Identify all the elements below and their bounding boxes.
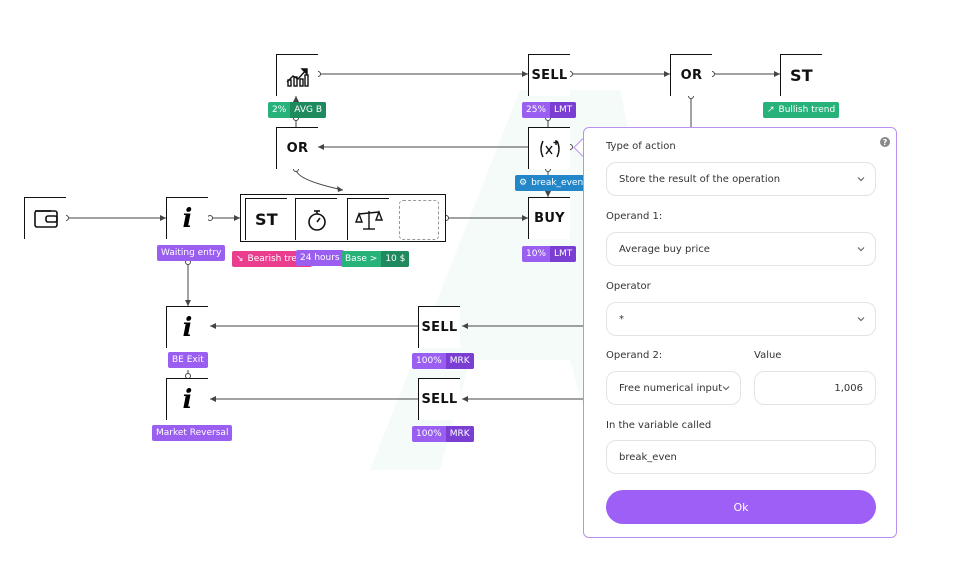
wallet-node[interactable] [24,197,66,239]
wallet-icon [33,209,58,228]
sell-node-mrk-2[interactable]: SELL [418,378,460,420]
node-label: OR [680,68,703,83]
badge-label: LMT [550,102,577,118]
info-node-be-exit[interactable]: i [166,306,208,348]
badge-mrk-1: 100% MRK [412,353,474,369]
node-label: ST [254,210,279,229]
operator-select[interactable]: * [606,302,876,336]
badge-label: BE Exit [172,355,204,365]
empty-slot[interactable] [399,200,439,240]
buy-node[interactable]: BUY [528,197,570,239]
gears-icon: ⚙ [519,178,528,188]
badge-label: Bearish trend [247,254,309,264]
timer-node[interactable] [295,198,337,240]
sell-node-mrk-1[interactable]: SELL [418,306,460,348]
condition-group[interactable]: ST [240,194,446,242]
info-icon: i [182,203,193,234]
select-value: * [619,313,624,325]
select-value: Store the result of the operation [619,173,781,185]
or-node-top[interactable]: OR [670,54,712,96]
badge-be-exit: BE Exit [168,352,208,368]
ok-button[interactable]: Ok [606,490,876,524]
trend-down-icon: ↘ [236,254,244,264]
type-of-action-select[interactable]: Store the result of the operation [606,162,876,196]
value-input[interactable]: 1,006 [754,371,876,405]
st-node-top[interactable]: ST [780,54,822,96]
balance-node[interactable] [347,198,389,240]
operator-label: Operator [606,281,651,292]
badge-value: 10 $ [381,251,410,267]
badge-mrk-2: 100% MRK [412,426,474,442]
chevron-down-icon [857,247,865,252]
badge-buy-lmt: 10% LMT [522,246,577,262]
badge-bearish-trend: ↘ Bearish trend [232,251,313,267]
operand2-select[interactable]: Free numerical input [606,371,741,405]
badge-label: Waiting entry [161,248,222,258]
info-icon: i [182,384,193,415]
trend-up-icon: ↗ [767,105,775,115]
info-node-market-reversal[interactable]: i [166,378,208,420]
badge-pct: 2% [272,105,287,115]
badge-label: Bullish trend [778,105,836,115]
badge-label: LMT [550,246,577,262]
badge-label: break_even [531,178,584,188]
badge-label: Base > [345,254,378,264]
help-icon[interactable]: ? [880,137,890,147]
badge-pct: 25% [526,105,547,115]
candlestick-chart-icon [286,67,309,87]
chevron-down-icon [722,386,730,391]
badge-avg-b: 2% AVG B [268,102,327,118]
badge-bullish-trend: ↗ Bullish trend [763,102,840,118]
node-label: ST [789,66,814,85]
node-label: SELL [531,68,568,83]
node-label: SELL [421,320,458,335]
badge-base: Base > 10 $ [341,251,410,267]
or-node-mid[interactable]: OR [276,127,318,169]
badge-pct: 100% [416,356,442,366]
badge-waiting-entry: Waiting entry [157,245,226,261]
badge-label: MRK [445,353,474,369]
info-icon: i [182,312,193,343]
node-label: SELL [421,392,458,407]
badge-break-even: ⚙ break_even [515,175,588,191]
badge-label: Market Reversal [156,428,229,438]
type-of-action-label: Type of action [606,141,676,152]
node-label: OR [286,141,309,156]
chevron-down-icon [857,317,865,322]
badge-sell-lmt: 25% LMT [522,102,577,118]
st-node-group[interactable]: ST [245,198,287,240]
badge-market-reversal: Market Reversal [152,425,233,441]
action-settings-panel: ? Type of action Store the result of the… [583,127,897,538]
node-label: BUY [534,211,565,226]
variable-name-input[interactable]: break_even [606,440,876,474]
badge-label: AVG B [290,102,327,118]
operand2-label: Operand 2: [606,350,663,361]
sell-node-top[interactable]: SELL [528,54,570,96]
operand1-select[interactable]: Average buy price [606,232,876,266]
value-label: Value [754,350,782,361]
select-value: Free numerical input [619,382,723,394]
badge-label: MRK [445,426,474,442]
variable-name-label: In the variable called [606,420,712,431]
variable-node[interactable] [528,127,570,169]
info-node-waiting-entry[interactable]: i [166,197,208,239]
variable-icon [539,139,560,157]
badge-pct: 10% [526,249,547,259]
badge-label: 24 hours [300,253,340,263]
operand1-label: Operand 1: [606,211,663,222]
chevron-down-icon [857,177,865,182]
input-value: break_even [619,451,677,463]
balance-scale-icon [354,209,383,230]
stopwatch-icon [307,209,326,231]
input-value: 1,006 [834,382,863,394]
avg-buy-indicator-node[interactable] [276,54,318,96]
badge-pct: 100% [416,429,442,439]
badge-24-hours: 24 hours [296,250,344,266]
select-value: Average buy price [619,243,710,255]
